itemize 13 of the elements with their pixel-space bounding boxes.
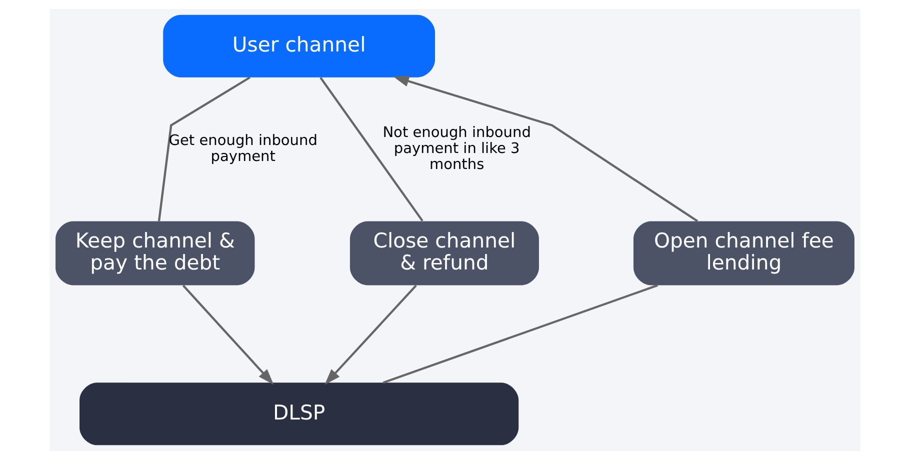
node-box: Open channel fee lending xyxy=(632,220,854,285)
arrow xyxy=(182,284,274,384)
connector xyxy=(382,284,658,384)
node-box: User channel xyxy=(162,14,434,77)
edge-label: Not enough inbound payment in like 3 months xyxy=(382,124,530,172)
connector xyxy=(157,76,250,221)
node-box: Keep channel & pay the debt xyxy=(55,220,254,285)
connector xyxy=(319,76,423,221)
arrow xyxy=(324,284,416,384)
node-box: Close channel & refund xyxy=(349,220,538,285)
node-box: DLSP xyxy=(79,382,518,445)
edge-label: Get enough inbound payment xyxy=(168,132,317,164)
arrow xyxy=(392,75,698,222)
